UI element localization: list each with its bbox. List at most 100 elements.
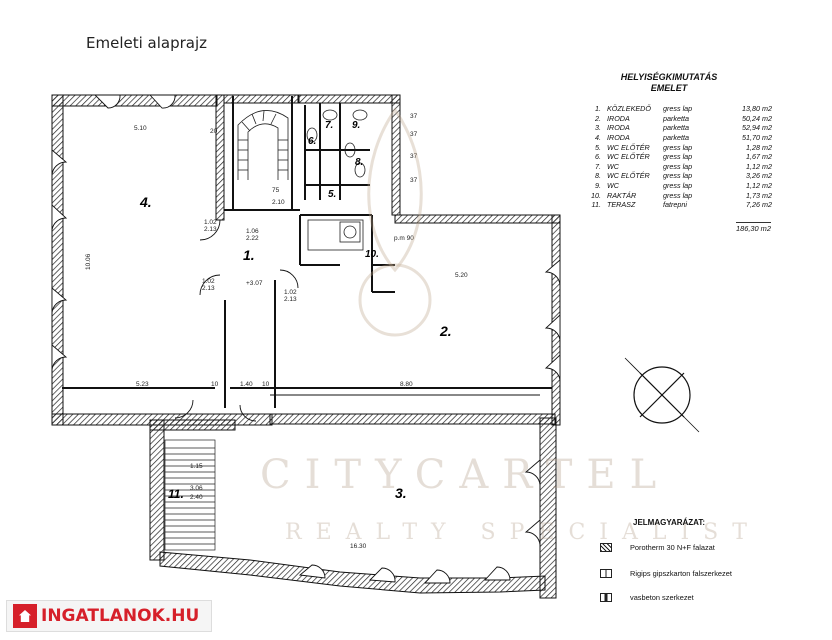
room-floor-cell: gress lap xyxy=(663,161,693,171)
room-label-8: 8. xyxy=(355,157,363,168)
room-floor-cell: gress lap xyxy=(663,104,693,114)
room-label-9: 9. xyxy=(352,120,360,131)
room-row: 4. IRODA parketta 51,70 m2 xyxy=(584,133,775,143)
dimension-annotations: 5.10 20 10.06 5.23 10 1.40 10 8.80 16.30… xyxy=(85,113,468,550)
drywall-swatch-icon xyxy=(600,569,612,578)
room-name-cell: WC xyxy=(607,161,619,171)
room-label-4: 4. xyxy=(139,194,152,210)
room-n-cell: 6. xyxy=(595,152,601,162)
dimension-label: 5.20 xyxy=(455,272,468,279)
room-n-cell: 1. xyxy=(595,104,601,114)
room-floor-cell: gress lap xyxy=(663,181,693,191)
room-row: 6. WC ELŐTÉR gress lap 1,67 m2 xyxy=(584,152,775,162)
room-area-cell: 50,24 m2 xyxy=(742,113,772,123)
dimension-label: 37 xyxy=(410,131,418,138)
watermark-emblem-icon xyxy=(358,107,432,337)
room-area-cell: 13,80 m2 xyxy=(742,104,772,114)
room-label-1: 1. xyxy=(243,247,255,263)
room-name-cell: IRODA xyxy=(607,123,630,133)
house-icon xyxy=(13,604,37,628)
legend-item: Rigips gipszkarton falszerkezet xyxy=(600,569,732,578)
dimension-label: 1.02 xyxy=(284,289,297,296)
dimension-label: 2.40 xyxy=(190,494,203,501)
legend-label: Rigips gipszkarton falszerkezet xyxy=(630,569,732,578)
room-n-cell: 5. xyxy=(595,142,601,152)
room-floor-cell: gress lap xyxy=(663,142,693,152)
legend-item: vasbeton szerkezet xyxy=(600,593,694,602)
dimension-label: 1.06 xyxy=(246,228,259,235)
staircase xyxy=(237,110,289,180)
room-floor-cell: parketta xyxy=(663,113,689,123)
compass-icon xyxy=(624,357,700,433)
room-area-cell: 51,70 m2 xyxy=(742,133,772,143)
room-floor-cell: gress lap xyxy=(663,190,693,200)
room-row: 2. IRODA parketta 50,24 m2 xyxy=(584,114,775,124)
dimension-label: 10.06 xyxy=(85,253,92,270)
room-n-cell: 9. xyxy=(595,181,601,191)
room-n-cell: 7. xyxy=(595,161,601,171)
room-name-cell: WC ELŐTÉR xyxy=(607,142,650,152)
watermark-subtext: REALTY SPECIALIST xyxy=(285,520,761,545)
room-floor-cell: gress lap xyxy=(663,152,693,162)
dimension-label: 10 xyxy=(211,381,219,388)
room-name-cell: TERASZ xyxy=(607,200,636,210)
dimension-label: 5.10 xyxy=(134,125,147,132)
watermark-text: CITYCARTEL xyxy=(260,452,671,498)
legend-label: vasbeton szerkezet xyxy=(630,593,694,602)
room-area-cell: 3,26 m2 xyxy=(746,171,772,181)
dimension-label: 3.06 xyxy=(190,485,203,492)
sanitary-fixtures xyxy=(306,109,368,251)
dimension-label: 75 xyxy=(272,187,280,194)
room-labels: 4. 1. 2. 3. 5. 6. 7. 8. 9. 10. 11. xyxy=(139,120,452,501)
dimension-label: 1.02 xyxy=(202,278,215,285)
room-name-cell: IRODA xyxy=(607,113,630,123)
room-n-cell: 4. xyxy=(595,133,601,143)
room-n-cell: 3. xyxy=(595,123,601,133)
interior-walls xyxy=(62,96,552,408)
room-n-cell: 2. xyxy=(595,113,601,123)
porotherm-swatch-icon xyxy=(600,543,612,552)
window-openings xyxy=(51,94,561,584)
summary-heading: HELYISÉGKIMUTATÁS EMELET xyxy=(584,72,754,94)
terrace-steps xyxy=(164,439,216,551)
room-row: 5. WC ELŐTÉR gress lap 1,28 m2 xyxy=(584,142,775,152)
legend-item: Porotherm 30 N+F falazat xyxy=(600,543,715,552)
dimension-label: 1.15 xyxy=(190,463,203,470)
room-label-7: 7. xyxy=(325,120,333,131)
ingatlanok-logo[interactable]: INGATLANOK.HU xyxy=(6,600,212,632)
room-area-cell: 1,12 m2 xyxy=(746,181,772,191)
summary-heading-line2: EMELET xyxy=(650,83,688,93)
room-summary-table: 1. KÖZLEKEDŐ gress lap 13,80 m2 2. IRODA parke… xyxy=(584,104,775,210)
dimension-label: p.m 90 xyxy=(394,235,414,242)
dimension-label: 5.23 xyxy=(136,381,149,388)
concrete-swatch-icon xyxy=(600,593,612,602)
room-name-cell: IRODA xyxy=(607,133,630,143)
room-floor-cell: fatrepni xyxy=(663,200,687,210)
room-name-cell: RAKTÁR xyxy=(607,190,637,200)
room-floor-cell: parketta xyxy=(663,133,689,143)
dimension-label: 2.13 xyxy=(202,285,215,292)
legend-title: JELMAGYARÁZAT: xyxy=(633,518,706,527)
summary-heading-line1: HELYISÉGKIMUTATÁS xyxy=(620,72,718,82)
plan-title: Emeleti alaprajz xyxy=(86,34,208,52)
room-label-10: 10. xyxy=(365,249,379,260)
dimension-label: 1.02 xyxy=(204,219,217,226)
dimension-label: 1.40 xyxy=(240,381,253,388)
dimension-label: 20 xyxy=(210,128,218,135)
room-area-cell: 1,28 m2 xyxy=(746,142,772,152)
dimension-label: +3.07 xyxy=(246,280,263,287)
room-label-3: 3. xyxy=(395,485,407,501)
room-area-cell: 1,67 m2 xyxy=(746,152,772,162)
dimension-label: 2.22 xyxy=(246,235,259,242)
room-row: 7. WC gress lap 1,12 m2 xyxy=(584,162,775,172)
dimension-label: 37 xyxy=(410,153,418,160)
room-label-2: 2. xyxy=(439,323,452,339)
dimension-label: 2.10 xyxy=(272,199,285,206)
room-area-cell: 1,12 m2 xyxy=(746,161,772,171)
room-name-cell: KÖZLEKEDŐ xyxy=(607,104,651,114)
room-name-cell: WC ELŐTÉR xyxy=(607,152,650,162)
